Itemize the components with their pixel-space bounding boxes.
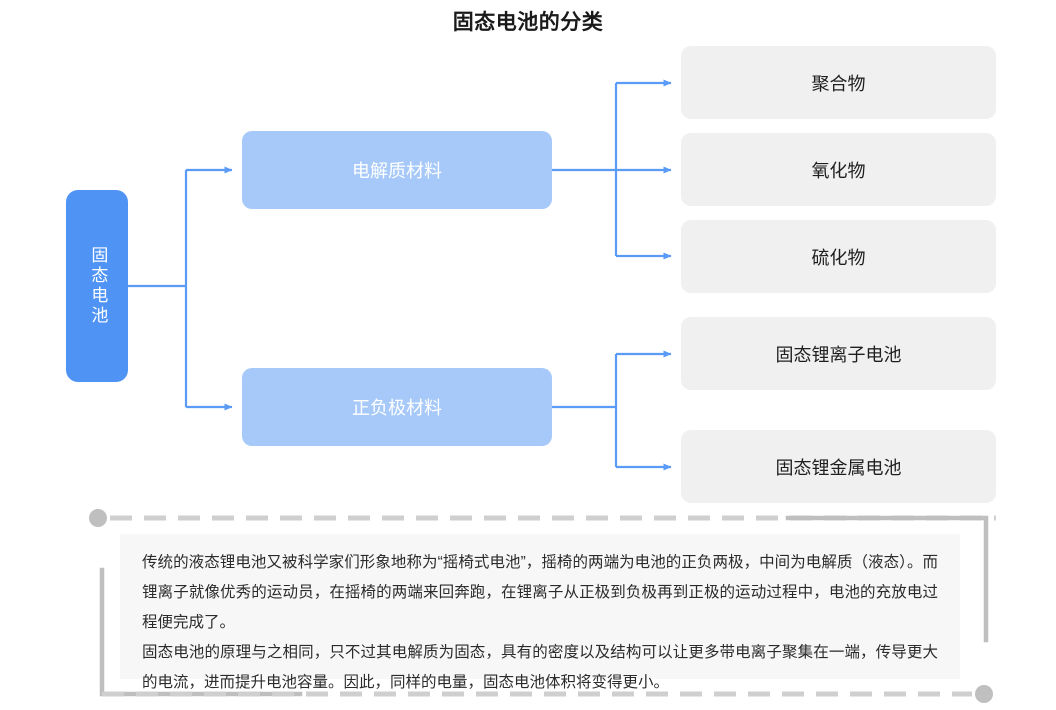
- note-block: 传统的液态锂电池又被科学家们形象地称为“摇椅式电池”，摇椅的两端为电池的正负两极…: [88, 508, 996, 704]
- note-text-body: 传统的液态锂电池又被科学家们形象地称为“摇椅式电池”，摇椅的两端为电池的正负两极…: [120, 534, 960, 691]
- note-paragraph-1: 传统的液态锂电池又被科学家们形象地称为“摇椅式电池”，摇椅的两端为电池的正负两极…: [142, 554, 938, 631]
- node-root-solid-state-battery[interactable]: 固态电池: [66, 190, 128, 382]
- classification-tree-diagram: 固态电池 电解质材料 正负极材料 聚合物 氧化物 硫化物 固态锂离子电池 固态锂…: [66, 46, 996, 503]
- node-electrolyte-material[interactable]: 电解质材料: [242, 131, 552, 209]
- page-title: 固态电池的分类: [452, 11, 604, 34]
- node-leaf-solid-state-lithium-metal-battery[interactable]: 固态锂金属电池: [681, 430, 996, 503]
- frame-dot-start: [89, 509, 107, 527]
- frame-dot-end: [975, 685, 993, 703]
- node-electrode-material[interactable]: 正负极材料: [242, 368, 552, 446]
- node-leaf-sulfide[interactable]: 硫化物: [681, 220, 996, 293]
- note-decorative-frame: [89, 509, 996, 703]
- node-leaf-oxide[interactable]: 氧化物: [681, 133, 996, 206]
- connector-lines: [128, 79, 672, 471]
- note-paragraph-2: 固态电池的原理与之相同，只不过其电解质为固态，具有的密度以及结构可以让更多带电离…: [142, 644, 938, 691]
- node-leaf-polymer[interactable]: 聚合物: [681, 46, 996, 119]
- node-leaf-solid-state-lithium-ion-battery[interactable]: 固态锂离子电池: [681, 317, 996, 390]
